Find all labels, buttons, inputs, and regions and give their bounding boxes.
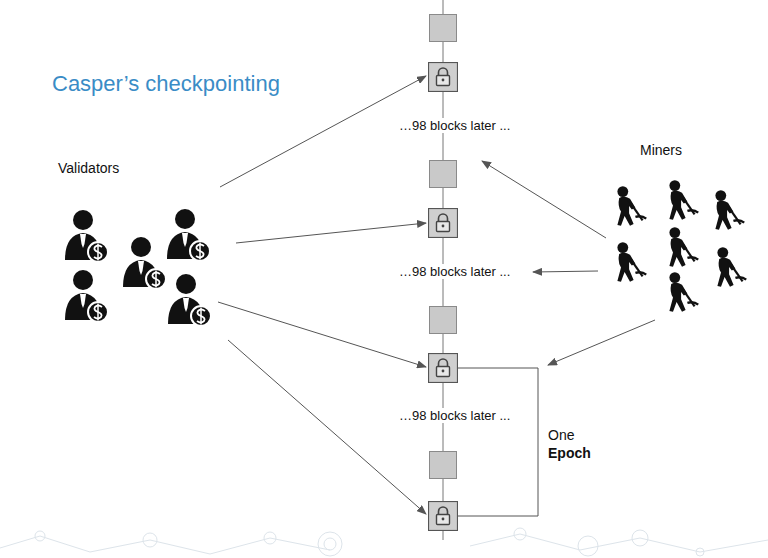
validators-group: Validators bbox=[58, 160, 119, 176]
epoch-label: One bbox=[546, 427, 576, 443]
miners-group: Miners bbox=[640, 142, 682, 158]
gap-note: …98 blocks later ... bbox=[397, 408, 512, 423]
group-heading: Miners bbox=[640, 142, 682, 158]
group-heading: Validators bbox=[58, 160, 119, 176]
gap-note: …98 blocks later ... bbox=[397, 264, 512, 279]
diagram-title: Casper’s checkpointing bbox=[52, 71, 280, 97]
epoch-label: Epoch bbox=[546, 445, 593, 461]
gap-note: …98 blocks later ... bbox=[397, 118, 512, 133]
